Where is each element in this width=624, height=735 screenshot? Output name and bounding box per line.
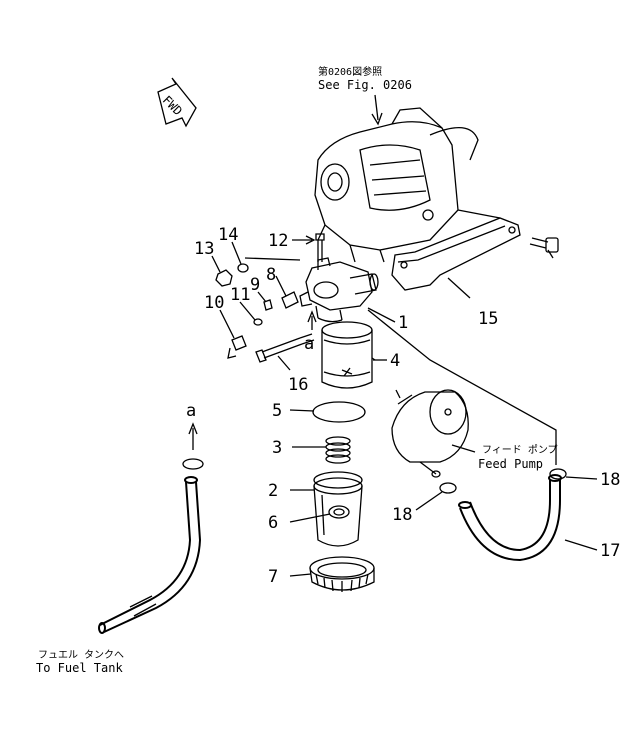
callout-17: 17 <box>600 541 620 561</box>
filter-head-drawing <box>299 257 379 323</box>
callout-6: 6 <box>268 513 278 533</box>
see-fig-jp-label: 第0206図参照 <box>318 65 382 78</box>
callout-15: 15 <box>478 309 498 329</box>
callout-2: 2 <box>268 481 278 501</box>
feed-pump-drawing <box>391 389 469 478</box>
filter-element-drawing <box>321 321 373 389</box>
callout-3: 3 <box>272 438 282 458</box>
bracket-drawing <box>391 209 521 291</box>
hose-right-drawing <box>458 474 562 562</box>
feed-pump-jp-label: フィード ポンプ <box>482 444 558 456</box>
callout-1: 1 <box>398 313 408 333</box>
callout-16: 16 <box>288 375 308 395</box>
feed-pump-en-label: Feed Pump <box>478 457 543 471</box>
hose-left-sleeve-drawing <box>129 595 157 617</box>
spring-drawing <box>325 436 351 464</box>
filter-bowl-drawing <box>313 471 363 547</box>
engine-block-drawing <box>314 107 479 263</box>
callout-11: 11 <box>230 285 250 305</box>
callout-5: 5 <box>272 401 282 421</box>
callout-18-left: 18 <box>392 505 412 525</box>
connection-a-left-label: a <box>186 401 196 421</box>
callout-13: 13 <box>194 239 214 259</box>
clamp-left-drawing <box>439 482 457 494</box>
ring-nut-drawing <box>309 556 375 592</box>
callout-18-right: 18 <box>600 470 620 490</box>
callout-10: 10 <box>204 293 224 313</box>
bracket-bolt-drawing <box>529 237 559 259</box>
leader-lines <box>188 94 598 577</box>
callout-4: 4 <box>390 351 400 371</box>
small-parts-drawing <box>215 233 325 363</box>
callout-7: 7 <box>268 567 278 587</box>
clamp-right-drawing <box>549 468 567 480</box>
see-fig-en-label: See Fig. 0206 <box>318 78 412 92</box>
callout-14: 14 <box>218 225 238 245</box>
o-ring-drawing <box>312 401 366 423</box>
callout-8: 8 <box>266 265 276 285</box>
connection-a-top-label: a <box>304 334 314 354</box>
clamp-upper-left-drawing <box>182 458 204 470</box>
callout-9: 9 <box>250 275 260 295</box>
fuel-tank-jp-label: フュエル タンクへ <box>38 649 124 661</box>
hose-left-drawing <box>98 476 202 634</box>
fwd-arrow: FWD <box>157 77 197 128</box>
callout-12: 12 <box>268 231 288 251</box>
fuel-tank-en-label: To Fuel Tank <box>36 661 123 675</box>
